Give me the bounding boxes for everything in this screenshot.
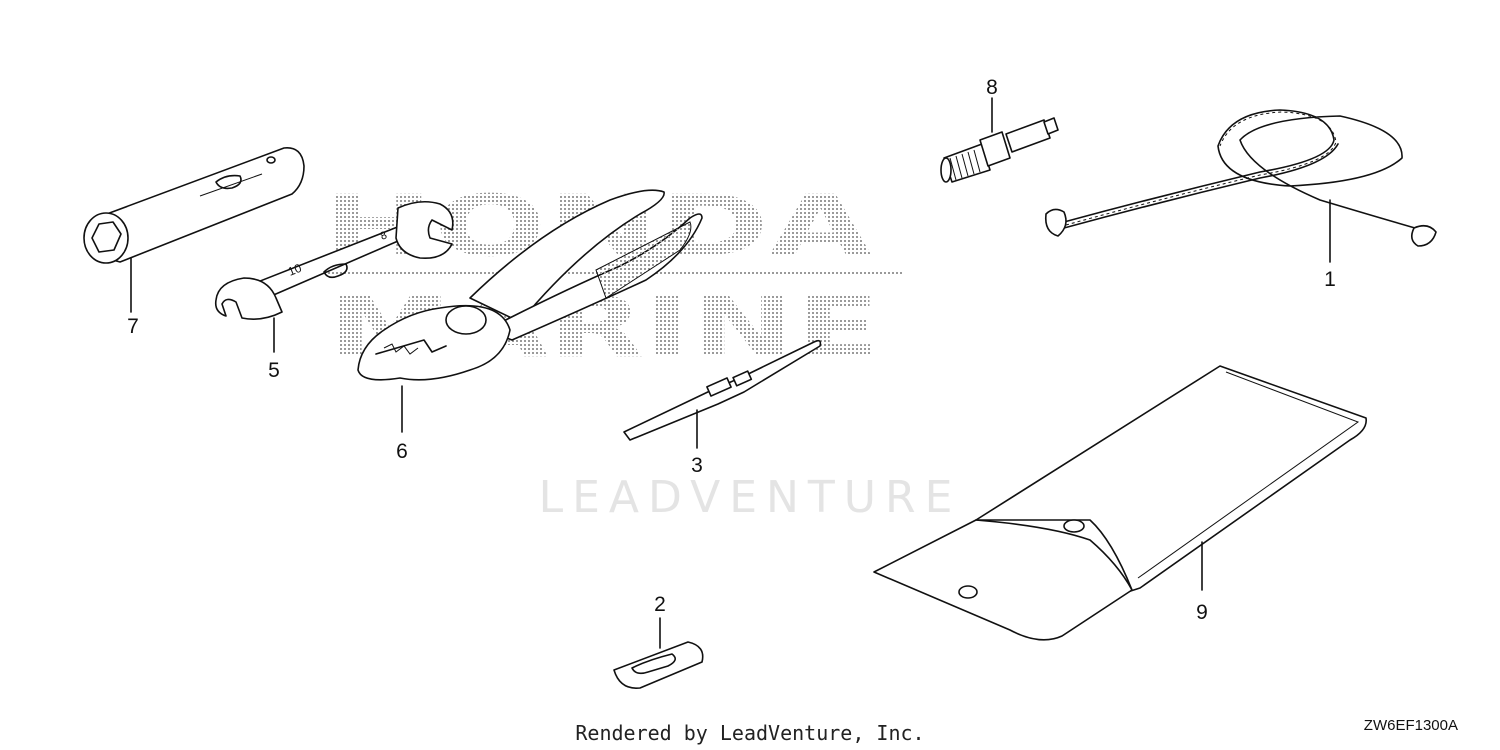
- pliers-grip: [595, 221, 692, 299]
- callouts: 1 2 3 5 6 7 8 9: [127, 76, 1336, 624]
- spark-plug-icon[interactable]: [940, 97, 1059, 183]
- clip-icon[interactable]: [613, 617, 704, 689]
- callout-label-1: 1: [1324, 268, 1336, 291]
- render-credit: Rendered by LeadVenture, Inc.: [575, 721, 924, 745]
- callout-label-2: 2: [654, 593, 666, 616]
- callout-label-6: 6: [396, 440, 408, 463]
- pliers-icon[interactable]: [357, 189, 703, 433]
- callout-label-9: 9: [1196, 601, 1208, 624]
- wrench-size-mark: 10: [286, 261, 304, 279]
- wrench-icon[interactable]: 10 8: [214, 200, 454, 353]
- screwdriver-icon[interactable]: [623, 339, 822, 449]
- rope-icon[interactable]: [1044, 109, 1437, 263]
- plug-wrench-icon[interactable]: [83, 147, 305, 313]
- diagram-code: ZW6EF1300A: [1364, 717, 1458, 734]
- callout-label-3: 3: [691, 454, 703, 477]
- callout-label-7: 7: [127, 315, 139, 338]
- callout-label-8: 8: [986, 76, 998, 99]
- watermark-vendor: LEADVENTURE: [539, 472, 962, 523]
- wrench-size-mark-2: 8: [379, 229, 389, 242]
- callout-label-5: 5: [268, 359, 280, 382]
- tool-bag-icon[interactable]: [873, 365, 1367, 641]
